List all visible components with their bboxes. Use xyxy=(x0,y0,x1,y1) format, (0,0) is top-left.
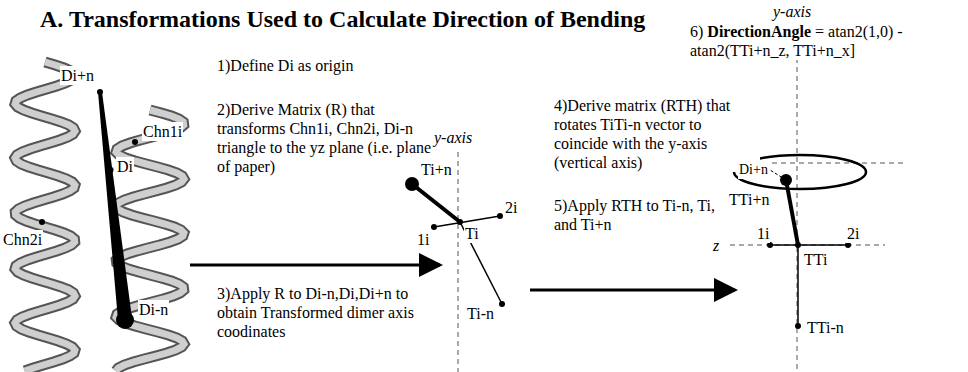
point-label: Chn2i xyxy=(2,230,43,249)
axis-point xyxy=(795,242,801,248)
chain-point xyxy=(431,224,437,230)
projection-line xyxy=(770,170,786,180)
helix-ribbon xyxy=(116,110,184,371)
chain-point xyxy=(497,213,503,219)
point-label: 1i xyxy=(416,230,430,249)
chain-point xyxy=(132,139,138,145)
formula-name: DirectionAngle xyxy=(707,23,811,40)
transform-arrow xyxy=(530,289,735,292)
chain-point xyxy=(39,219,45,225)
point-label: 1i xyxy=(756,224,770,243)
axis-label: z xyxy=(712,236,720,255)
point-label: 2i xyxy=(846,224,860,243)
point-label: Ti xyxy=(464,224,480,243)
figure-title: A. Transformations Used to Calculate Dir… xyxy=(40,6,645,33)
helix-ribbons xyxy=(15,62,184,371)
helix-ribbon xyxy=(116,110,184,371)
chain-line xyxy=(770,244,848,246)
point-label: 2i xyxy=(504,198,518,217)
axis-point xyxy=(107,167,114,174)
step-text: 2)Derive Matrix (R) that transforms Chn1… xyxy=(216,100,443,176)
direction-ellipse xyxy=(734,155,866,189)
point-label: Di+n xyxy=(738,160,769,179)
point-label: Di+n xyxy=(60,66,95,85)
axis-point xyxy=(405,177,419,191)
axis-label: y-axis xyxy=(772,2,812,21)
formula-text: 6) DirectionAngle = atan2(1,0) - atan2(T… xyxy=(690,22,962,60)
point-label: Ti+n xyxy=(420,160,453,179)
z-axis-line xyxy=(730,245,885,246)
step-text: 3)Apply R to Di-n,Di,Di+n to obtain Tran… xyxy=(216,284,443,341)
point-label: TTi-n xyxy=(806,318,845,337)
axis-label: y-axis xyxy=(433,128,473,147)
formula-text: 6) xyxy=(690,23,703,40)
point-label: TTi+n xyxy=(728,190,770,209)
axis-segment xyxy=(412,184,460,222)
transform-arrow xyxy=(190,264,440,267)
point-label: TTi xyxy=(803,250,828,269)
point-label: Di-n xyxy=(138,300,169,319)
axis-point xyxy=(499,301,505,307)
point-label: Ti-n xyxy=(466,304,495,323)
axis-point xyxy=(116,311,134,329)
point-label: Chn1i xyxy=(142,122,183,141)
axis-segment xyxy=(786,180,798,245)
step-text: 4)Derive matrix (RTH) that rotates TiTi-… xyxy=(553,96,760,172)
axis-segment xyxy=(460,222,502,304)
helix-ribbon xyxy=(15,62,75,371)
point-label: Di xyxy=(116,157,134,176)
axis-segment xyxy=(797,245,799,326)
step-text: 5)Apply RTH to Ti-n, Ti, and Ti+n xyxy=(553,196,730,234)
y-axis-line xyxy=(458,152,459,372)
y-axis-line xyxy=(797,22,798,372)
dimer-axis xyxy=(98,92,132,320)
axis-point xyxy=(795,323,801,329)
step-text: 1)Define Di as origin xyxy=(216,56,448,75)
axis-point xyxy=(457,219,463,225)
helix-ribbon xyxy=(15,62,75,371)
axis-point xyxy=(97,89,103,95)
